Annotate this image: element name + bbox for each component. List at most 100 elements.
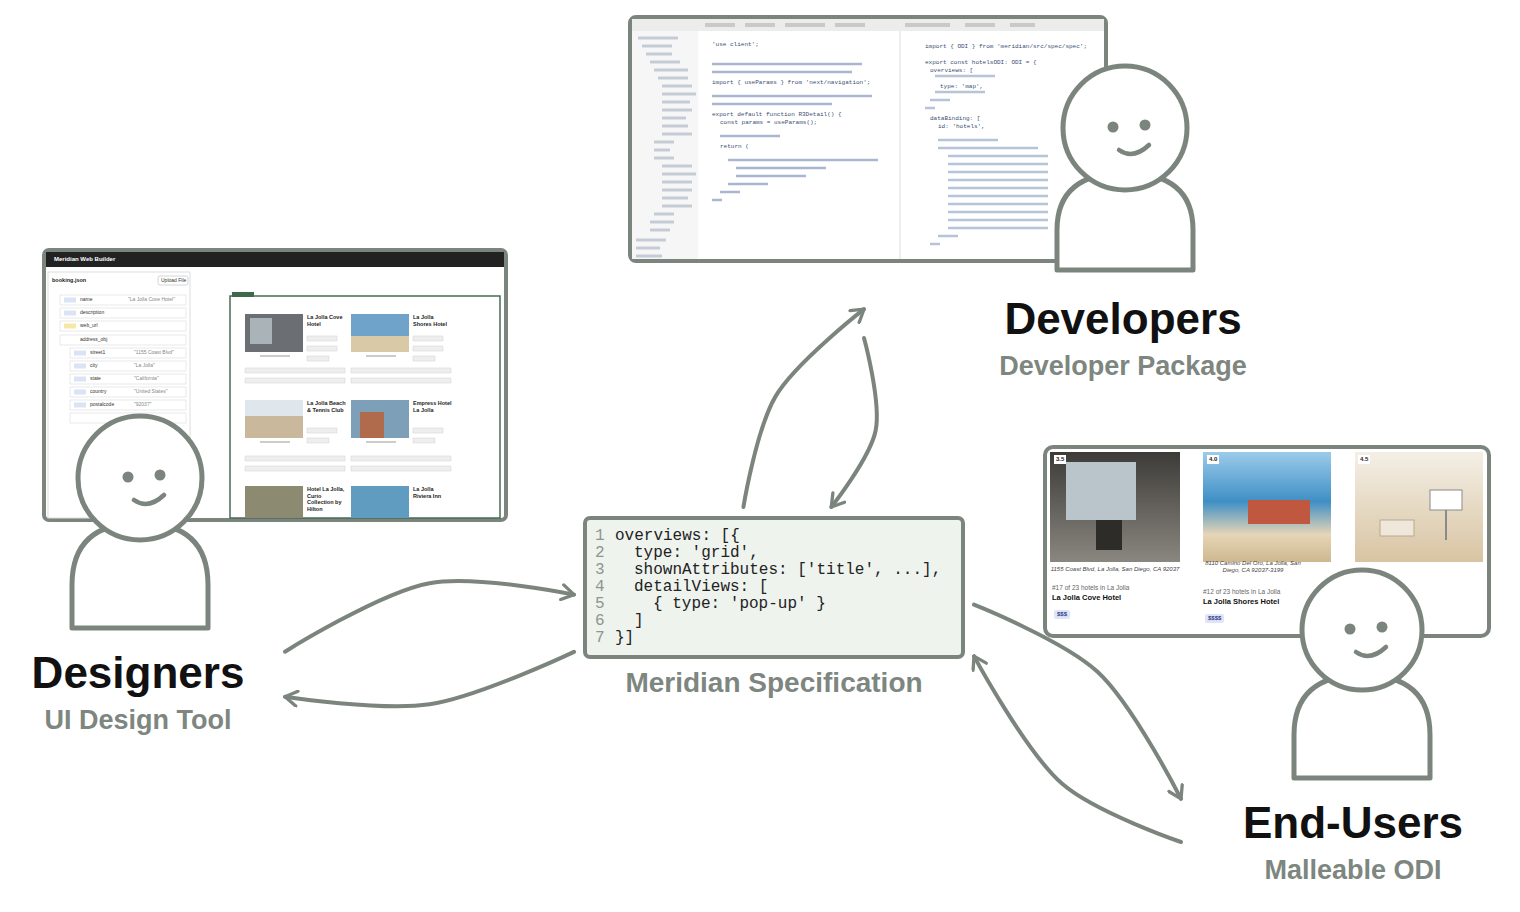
flow-arrow [831, 338, 877, 507]
code-row: 1overviews: [{ [595, 528, 943, 545]
field-name: address_obj [80, 337, 107, 343]
design-tool-screenshot [245, 400, 303, 438]
end-user-person [1377, 622, 1388, 633]
code-editor-screenshot [705, 23, 1035, 27]
field-name: web_url [80, 323, 98, 329]
hotel-name: La Jolla Shores Hotel [1203, 598, 1279, 607]
code-line: return ( [720, 144, 749, 151]
designer-person [134, 495, 164, 504]
field-name: description [80, 310, 104, 316]
field-name: street1 [90, 350, 105, 356]
code-line: dataBinding: [ [930, 116, 980, 123]
design-tool-screenshot [245, 314, 303, 352]
designer-person [72, 416, 208, 628]
odi-screenshot [1096, 520, 1122, 550]
line-number: 3 [595, 562, 607, 579]
spec-code: type: 'grid', [634, 545, 759, 562]
spec-code: detailViews: [ [634, 579, 768, 596]
end-user-person [1345, 624, 1356, 635]
code-line: const params = useParams(); [720, 120, 817, 127]
spec-caption: Meridian Specification [625, 667, 922, 699]
code-line: export default function R3Detail() { [712, 112, 842, 119]
odi-screenshot [1066, 462, 1136, 520]
hotel-name: La Jolla Riviera Inn [413, 486, 453, 499]
code-line: type: 'map', [940, 84, 983, 91]
role-label: End-UsersMalleable ODI [1190, 794, 1516, 890]
hotel-rank: #17 of 23 hotels in La Jolla [1052, 584, 1129, 591]
design-tool-screenshot [64, 324, 76, 329]
code-row: 6] [595, 613, 943, 630]
code-line: import { ODI } from 'meridian/src/spec/s… [925, 44, 1087, 51]
design-tool-screenshot [351, 400, 409, 438]
spec-code: shownAttributes: ['title', ...], [634, 562, 941, 579]
code-editor-screenshot [900, 31, 901, 259]
design-tool-screenshot [360, 412, 384, 438]
design-tool-screenshot [232, 292, 254, 297]
flow-arrow [285, 581, 574, 652]
role-name: End-Users [1190, 798, 1516, 848]
field-value: "92037" [134, 402, 151, 408]
tool-name: UI Design Tool [0, 704, 276, 736]
code-editor-screenshot [632, 31, 698, 259]
hotel-name: La Jolla Cove Hotel [307, 314, 347, 327]
code-editor-screenshot [630, 17, 1106, 261]
field-name: country [90, 389, 106, 395]
role-name: Developers [873, 294, 1373, 344]
design-tool-screenshot [245, 400, 303, 416]
hotel-name: La Jolla Beach & Tennis Club [307, 400, 347, 413]
code-line: export const hotelsODI: ODI = { [925, 60, 1037, 67]
field-value: "La Jolla Cove Hotel" [128, 297, 175, 303]
odi-screenshot [1445, 510, 1447, 540]
field-value: "United States" [134, 389, 168, 395]
odi-screenshot [1045, 447, 1489, 636]
code-line: import { useParams } from 'next/navigati… [712, 80, 870, 87]
code-editor-screenshot [636, 38, 696, 256]
button-text: Upload File [161, 278, 186, 284]
rating-badge: 4.0 [1207, 455, 1219, 464]
odi-screenshot [1203, 452, 1331, 562]
line-number: 2 [595, 545, 607, 562]
code-row: 3 shownAttributes: ['title', ...], [595, 562, 943, 579]
spec-code: ] [634, 613, 644, 630]
odi-screenshot [1045, 447, 1489, 636]
design-tool-screenshot [250, 318, 272, 344]
flow-arrow [743, 309, 864, 507]
end-user-person [1294, 570, 1430, 778]
hotel-rank: #12 of 23 hotels in La Jolla [1203, 588, 1280, 595]
field-name: name [80, 297, 93, 303]
design-tool-screenshot [245, 486, 303, 518]
code-row: 5{ type: 'pop-up' } [595, 596, 943, 613]
flow-arrow [974, 605, 1181, 799]
tool-name: Developer Package [873, 350, 1373, 382]
code-line: id: 'hotels', [938, 124, 985, 131]
developer-person [1108, 122, 1119, 133]
line-number: 7 [595, 630, 607, 647]
odi-screenshot [1355, 452, 1483, 562]
designer-person [155, 470, 166, 481]
field-name: city [90, 363, 98, 369]
design-tool-screenshot [351, 314, 409, 352]
price-badge: $$$ [1054, 610, 1070, 619]
developer-person [1119, 145, 1149, 154]
code-row: 2 type: 'grid', [595, 545, 943, 562]
rating-badge: 3.5 [1054, 455, 1066, 464]
design-tool-screenshot [351, 336, 409, 352]
design-tool-screenshot [351, 486, 409, 518]
connector-group [285, 309, 1181, 842]
odi-screenshot [1248, 500, 1310, 524]
code-line: 'use client'; [712, 42, 759, 49]
field-name: postalcode [90, 402, 114, 408]
tool-name: Malleable ODI [1190, 854, 1516, 886]
price-badge: $$$$ [1205, 614, 1224, 623]
hotel-name: Empress Hotel La Jolla [413, 400, 453, 413]
design-tool-screenshot [230, 296, 500, 518]
hotel-name: Hotel La Jolla, Curio Collection by Hilt… [307, 486, 347, 512]
flow-arrow [285, 652, 574, 706]
end-user-person [1356, 647, 1386, 656]
code-editor-screenshot [632, 19, 1104, 31]
code-line: overviews: [ [930, 68, 973, 75]
design-tool-screenshot [46, 252, 504, 267]
line-number: 5 [595, 596, 607, 613]
hotel-address: 1155 Coast Blvd, La Jolla, San Diego, CA… [1050, 566, 1180, 573]
